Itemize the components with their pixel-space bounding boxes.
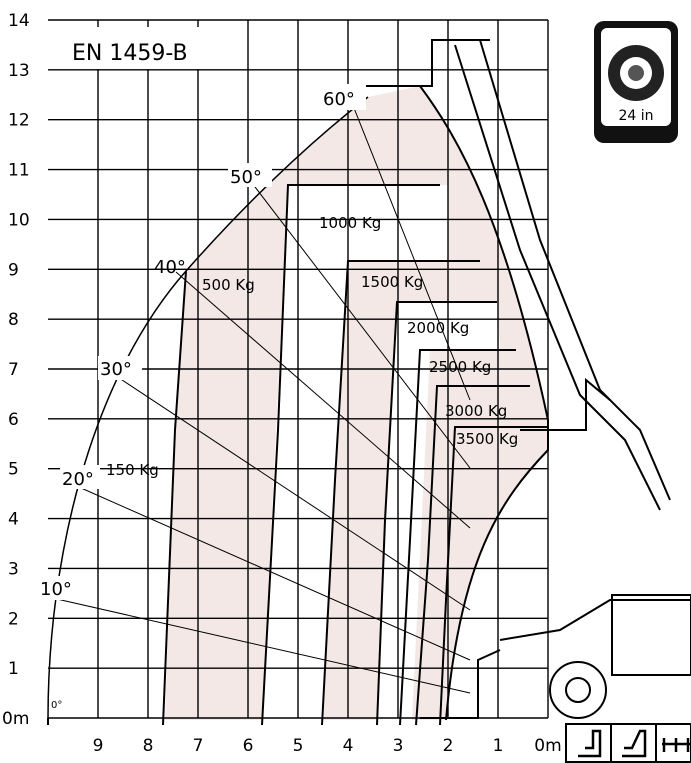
y-tick-label: 6 [8,410,19,430]
y-tick-label: 4 [8,510,19,530]
zone-500kg [165,271,186,720]
y-tick-label: 1 [8,659,19,679]
curve-2000kg [376,301,497,726]
zone-inner [412,86,548,720]
y-tick-label: 12 [8,111,30,131]
zone-1000kg [322,261,480,720]
curve-500kg [162,270,187,726]
load-label-1500: 1500 Kg [361,273,423,291]
x-tick-label: 0m [534,736,561,756]
y-tick-label: 5 [8,460,19,480]
fork-icon [622,729,647,758]
load-label-3500: 3500 Kg [456,430,518,448]
y-tick-label: 9 [8,260,19,280]
fork-carriage-icon [578,729,602,758]
load-labels: 150 Kg 500 Kg 1000 Kg 1500 Kg 2000 Kg 25… [106,214,518,479]
front-wheel [549,661,607,719]
fork-lower [420,649,501,719]
x-tick-label: 9 [93,736,104,756]
fork-mid [520,377,611,431]
front-wheel-hub [565,677,591,703]
y-tick-label: 10 [8,210,30,230]
angle-line-50 [251,182,471,469]
angle-label-50: 50° [230,167,262,188]
boom [479,39,671,501]
angle-label-40: 40° [154,257,186,278]
y-tick-label: 3 [8,559,19,579]
fork-upper [365,39,490,87]
load-curves [47,85,549,726]
y-tick-label: 8 [8,310,19,330]
grid [48,19,549,719]
tire-size-label: 24 in [618,108,653,124]
x-tick-label: 8 [143,736,154,756]
angle-label-20: 20° [62,469,94,490]
angle-label-10: 10° [40,579,72,600]
angle-label-60: 60° [323,89,355,110]
attachment-icons [565,723,691,763]
chassis [499,599,690,641]
x-tick-label: 5 [293,736,304,756]
curve-2500kg [399,349,516,726]
angle-label-30: 30° [100,359,132,380]
x-tick-label: 6 [243,736,254,756]
x-tick-label: 2 [443,736,454,756]
x-tick-label: 3 [393,736,404,756]
y-tick-label: 7 [8,360,19,380]
telehandler-drawing [365,39,691,719]
standard-label-box: EN 1459-B [56,27,204,69]
load-zones [165,86,548,720]
angle-line-10 [47,596,471,694]
angle-line-40 [175,271,471,529]
curve-inner-envelope [419,85,549,721]
curve-3000kg [415,385,530,726]
x-tick-label: 4 [343,736,354,756]
angle-line-30 [109,371,471,611]
y-tick-label: 0m [2,709,29,729]
load-label-500: 500 Kg [202,276,255,294]
zone-outer-band [186,86,420,720]
curve-3500kg [439,426,548,726]
curve-1000kg [261,184,440,726]
load-label-2000: 2000 Kg [407,319,469,337]
angle-label-0: 0° [51,700,62,711]
tire-box: 24 in [594,21,678,143]
y-tick-label: 2 [8,609,19,629]
curve-1500kg [321,260,480,726]
x-tick-label: 1 [493,736,504,756]
load-label-3000: 3000 Kg [445,402,507,420]
pallet-fork-icon [662,738,690,752]
cab [611,594,691,676]
angle-labels: 0° 10° 20° 30° 40° 50° 60° [40,84,366,711]
standard-label: EN 1459-B [72,41,188,66]
y-tick-label: 13 [8,61,30,81]
x-axis-ticks: 9 8 7 6 5 4 3 2 1 0m [93,736,562,756]
load-label-2500: 2500 Kg [429,358,491,376]
x-tick-label: 7 [193,736,204,756]
y-tick-label: 11 [8,161,30,181]
load-label-1000: 1000 Kg [319,214,381,232]
boom-lower-edge [454,44,661,511]
y-tick-label: 14 [8,11,30,31]
load-label-150: 150 Kg [106,461,159,479]
